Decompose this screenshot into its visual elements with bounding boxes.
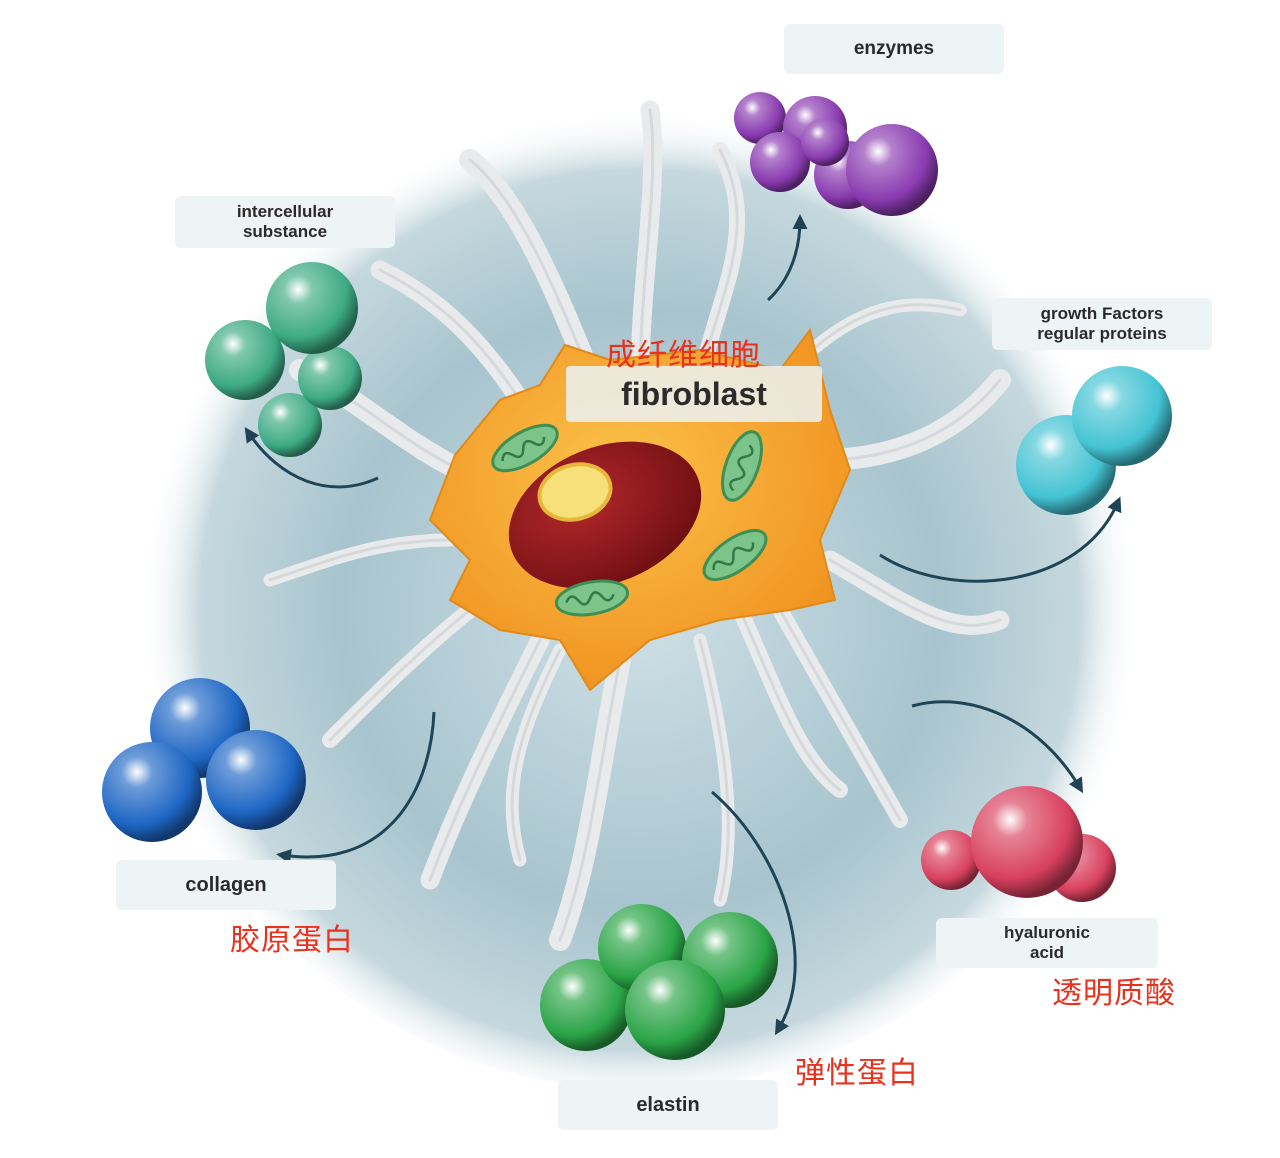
label-elastin-cn: 弹性蛋白 xyxy=(795,1056,919,1091)
label-intercellular: intercellular substance xyxy=(175,196,395,248)
cell-process-shadow xyxy=(698,638,730,902)
mitochondrion-cristae xyxy=(729,444,754,492)
cell-title: fibroblast xyxy=(566,366,822,422)
growth-sphere xyxy=(1072,366,1172,466)
label-collagen-line1: collagen xyxy=(185,873,267,896)
cell-title-cn: 成纤维细胞 xyxy=(606,338,761,373)
product-arrow xyxy=(879,496,1122,583)
intercellular-sphere xyxy=(266,262,358,354)
mitochondrion xyxy=(721,430,763,502)
intercellular-sphere xyxy=(258,393,322,457)
cell-process-shadow xyxy=(378,268,522,402)
label-collagen: collagen xyxy=(116,860,336,910)
nucleolus xyxy=(537,462,613,522)
product-arrow xyxy=(711,790,797,1036)
molecule-clusters xyxy=(102,92,1172,1060)
enzymes-sphere xyxy=(846,124,938,216)
label-intercellular-line2: substance xyxy=(242,222,328,241)
cell-process-shadow xyxy=(328,608,472,742)
mitochondrion-cristae xyxy=(712,542,755,571)
label-hyaluronic-line1: hyaluronic xyxy=(1004,923,1090,943)
arrows-group xyxy=(244,214,1122,1036)
cell-processes xyxy=(263,100,1011,951)
cell-process-shadow xyxy=(510,648,562,862)
cell-process-shadow xyxy=(738,608,842,792)
mitochondria-group xyxy=(491,423,768,617)
product-arrow xyxy=(911,700,1084,794)
label-hyaluronic-cn: 透明质酸 xyxy=(1052,976,1176,1011)
mitochondrion-cristae xyxy=(501,436,546,462)
mitochondrion-shell xyxy=(702,529,768,581)
cell-process-shadow xyxy=(698,148,739,382)
label-elastin: elastin xyxy=(558,1080,778,1130)
label-hyaluronic-line2: acid xyxy=(1029,943,1065,962)
elastin-sphere xyxy=(540,959,632,1051)
label-hyaluronic: hyaluronic acid xyxy=(936,918,1158,968)
label-growth-line1: growth Factors xyxy=(1040,304,1164,324)
cell-process-shadow xyxy=(558,658,622,942)
cell-process-shadow xyxy=(828,558,1002,627)
mitochondrion-cristae xyxy=(565,591,615,606)
product-arrow xyxy=(766,214,808,302)
cell-title-text: fibroblast xyxy=(621,375,767,412)
label-growth-line2: regular proteins xyxy=(1037,324,1167,343)
product-arrow xyxy=(276,711,436,864)
mitochondrion xyxy=(491,423,559,473)
mitochondrion xyxy=(554,579,630,617)
label-enzymes: enzymes xyxy=(784,24,1004,74)
cell-process-shadow xyxy=(638,108,655,382)
label-collagen-cn: 胶原蛋白 xyxy=(230,923,354,958)
product-arrow xyxy=(244,427,379,489)
cell-process-shadow xyxy=(428,638,542,882)
mitochondrion xyxy=(702,529,768,581)
intercellular-sphere xyxy=(298,346,362,410)
enzymes-sphere xyxy=(734,92,786,144)
elastin-sphere xyxy=(625,960,725,1060)
hyaluronic-sphere xyxy=(921,830,981,890)
cell-process-shadow xyxy=(268,538,452,582)
label-enzymes-line1: enzymes xyxy=(853,38,935,60)
collagen-sphere xyxy=(102,742,202,842)
hyaluronic-sphere xyxy=(971,786,1083,898)
label-intercellular-line1: intercellular xyxy=(236,202,334,222)
enzymes-sphere xyxy=(801,118,849,166)
mitochondrion-shell xyxy=(554,579,630,617)
label-growth-factors: growth Factors regular proteins xyxy=(992,298,1212,350)
cell-process-shadow xyxy=(818,378,1002,462)
enzymes-sphere xyxy=(750,132,810,192)
mitochondrion-shell xyxy=(491,423,559,473)
collagen-sphere xyxy=(206,730,306,830)
label-elastin-line1: elastin xyxy=(636,1093,700,1116)
cell-process-shadow xyxy=(778,608,902,822)
intercellular-sphere xyxy=(205,320,285,400)
